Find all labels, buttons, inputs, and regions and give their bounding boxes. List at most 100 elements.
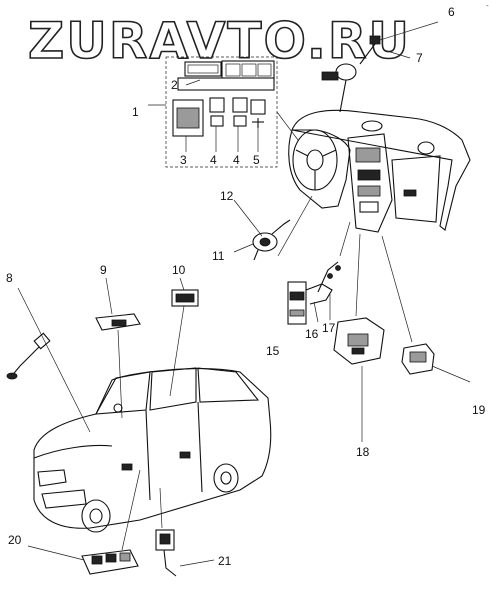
callout-8: 8 [6, 271, 13, 285]
car-windshield [95, 371, 151, 415]
part-15-connector [289, 291, 305, 301]
part-17-pin-b [335, 265, 341, 271]
part-3-connector [176, 107, 200, 129]
leader-6 [379, 21, 439, 41]
watermark: ZURAVTO.RU [28, 12, 411, 70]
leader-2 [185, 79, 201, 86]
part-21-switch-face [159, 533, 171, 545]
part-5-switch [250, 99, 266, 115]
part-12-harness [271, 219, 291, 235]
callout-1: 1 [132, 105, 139, 119]
callout-7: 7 [416, 51, 423, 65]
car-door-handle-rear [179, 451, 191, 459]
part-18-switch-face [347, 333, 369, 347]
car-rear-door-seam [197, 401, 203, 493]
callout-19: 19 [472, 403, 486, 417]
console-climate-panel [357, 169, 381, 181]
glovebox-handle [403, 189, 417, 197]
leader-8 [17, 287, 91, 433]
part-17-switch-link [317, 261, 339, 293]
part-21-harness [163, 549, 177, 577]
part-16-bracket [305, 283, 333, 305]
part-2-detail [187, 64, 219, 74]
center-air-vent [361, 120, 383, 132]
dashboard-left-section [288, 129, 351, 209]
car-front-door-seam [145, 409, 151, 501]
part-9-group [95, 277, 141, 419]
car-front-wheel [81, 499, 111, 533]
leader-20-car [121, 469, 141, 551]
dashboard-outline [291, 109, 471, 231]
leader-6-7-dashboard [339, 79, 347, 113]
part-7-wiper-stalk [321, 71, 339, 81]
part-2-button-c [257, 63, 272, 77]
console-lower-switch [359, 201, 379, 213]
glovebox [391, 155, 441, 223]
part-20-button-b [105, 553, 117, 563]
callout-12: 12 [220, 189, 234, 203]
part-20-button-a [91, 555, 103, 565]
leader-11 [233, 243, 254, 253]
callout-17: 17 [322, 321, 336, 335]
leader-9-car [117, 329, 123, 419]
part-8-plug [6, 372, 18, 380]
callout-15: 15 [266, 344, 280, 358]
leader-10-car [169, 305, 185, 397]
leader-7 [383, 49, 411, 59]
part-2-button-a [225, 63, 241, 77]
part-2-switch-bar [177, 77, 275, 91]
part-10-lamp-lens [175, 293, 195, 303]
part-4-switch-a-base [210, 115, 224, 127]
leader-21-car [159, 487, 163, 529]
part-8-connector [33, 332, 51, 350]
callout-4a: 4 [210, 153, 217, 167]
callout-9: 9 [100, 263, 107, 277]
car-illustration [33, 367, 272, 533]
car-headlamp [37, 469, 67, 487]
leader-15-17-dashboard [339, 221, 351, 257]
part-20-button-c [119, 552, 131, 562]
part-18-group [333, 233, 385, 442]
console-switch-row [357, 185, 381, 197]
callout-5: 5 [253, 153, 260, 167]
callout-3: 3 [180, 153, 187, 167]
dashboard-assembly [288, 109, 471, 233]
leader-19 [431, 365, 471, 383]
callout-21: 21 [218, 554, 232, 568]
part-17-pin-a [327, 273, 333, 279]
leader-10 [179, 277, 185, 291]
part-4-switch-b-base [233, 115, 247, 127]
part-20-group [27, 469, 141, 575]
steering-spoke-right [322, 149, 337, 157]
leader-9 [105, 277, 113, 315]
callout-20: 20 [8, 533, 22, 547]
callout-6: 6 [448, 5, 455, 19]
car-rear-hub [220, 471, 232, 485]
part-6-stalk-tip [369, 35, 381, 45]
part-8-group [6, 287, 91, 433]
leader-20 [27, 545, 85, 561]
part-21-group [155, 487, 215, 577]
car-front-hub [89, 508, 103, 524]
callout-4b: 4 [233, 153, 240, 167]
car-grille [41, 489, 87, 509]
part-4-switch-b [232, 97, 248, 113]
callout-16: 16 [305, 327, 319, 341]
callout-2: 2 [171, 78, 178, 92]
clock-spring-group [233, 195, 313, 261]
leader-inset-dashboard [276, 111, 299, 141]
leader-18-dashboard [355, 233, 361, 317]
car-mirror-location-marker [113, 403, 123, 413]
leader-21 [179, 559, 215, 567]
right-air-vent [417, 141, 435, 155]
part-15-ignition-module [287, 281, 307, 325]
callout-10: 10 [172, 263, 186, 277]
part-18-connector [351, 347, 365, 355]
car-hood-line [33, 445, 113, 459]
part-9-mirror-mount [111, 319, 127, 327]
leader-12 [233, 199, 263, 237]
car-door-handle-front [121, 463, 133, 471]
switch-inset-group [148, 56, 278, 168]
